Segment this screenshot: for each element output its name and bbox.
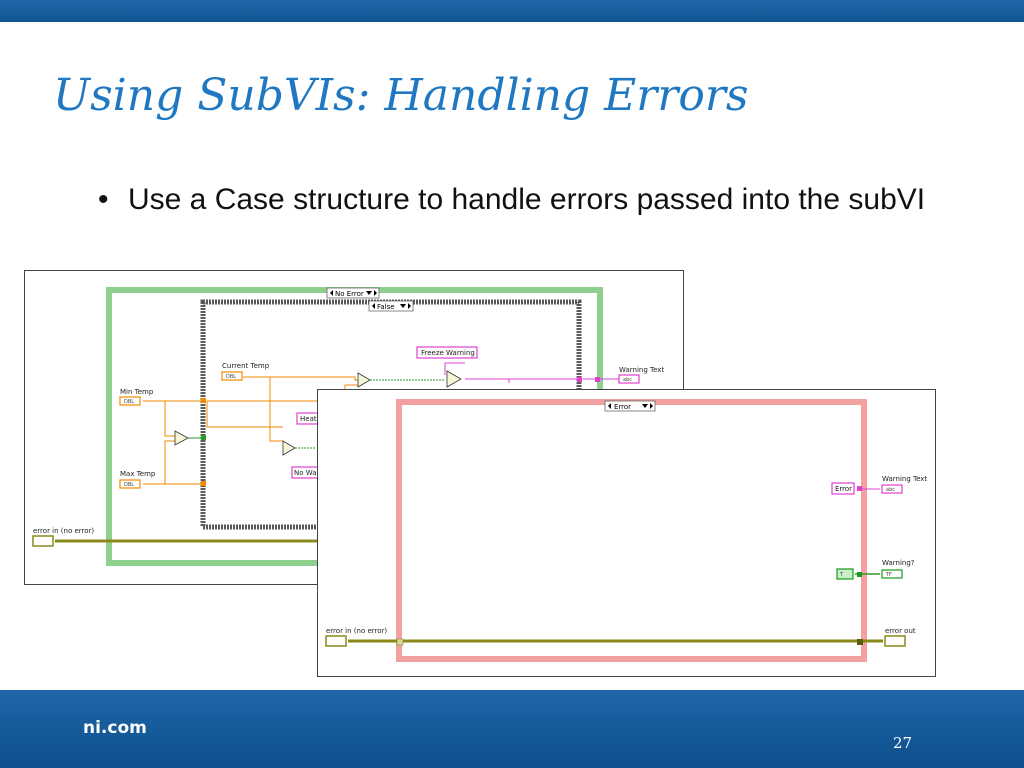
bullet-marker: • bbox=[98, 183, 109, 216]
max-temp-terminal[interactable]: DBL bbox=[119, 479, 141, 489]
case-structure-frame bbox=[396, 399, 867, 662]
case-selector-decrement-arrow-icon[interactable] bbox=[608, 403, 611, 409]
bullet-text: Use a Case structure to handle errors pa… bbox=[128, 183, 926, 216]
svg-text:DBL: DBL bbox=[124, 399, 134, 405]
case-selector[interactable]: No Error bbox=[326, 287, 380, 299]
svg-text:DBL: DBL bbox=[124, 482, 134, 488]
footer-bar: ni.com 27 bbox=[0, 690, 1024, 768]
tunnel bbox=[201, 435, 206, 440]
page-number: 27 bbox=[893, 734, 913, 752]
true-constant[interactable]: T bbox=[836, 568, 854, 580]
svg-text:abc: abc bbox=[623, 377, 632, 383]
min-temp-terminal[interactable]: DBL bbox=[119, 396, 141, 406]
warning-label: Warning? bbox=[882, 559, 915, 567]
compare-function-icon[interactable] bbox=[174, 430, 189, 446]
error-in-label: error in (no error) bbox=[326, 627, 387, 635]
top-banner bbox=[0, 0, 1024, 22]
tunnel bbox=[396, 638, 404, 646]
select-function-icon[interactable] bbox=[446, 370, 462, 388]
svg-text:abc: abc bbox=[886, 487, 895, 493]
compare-function-icon[interactable] bbox=[357, 372, 371, 388]
svg-text:Freeze Warning: Freeze Warning bbox=[421, 349, 475, 357]
error-in-label: error in (no error) bbox=[33, 527, 94, 535]
case-selector-increment-arrow-icon[interactable] bbox=[374, 290, 377, 296]
max-temp-label: Max Temp bbox=[120, 470, 156, 478]
case-selector-increment-arrow-icon[interactable] bbox=[408, 303, 411, 309]
inner-case-selector-label: False bbox=[377, 303, 395, 311]
svg-text:No Wa: No Wa bbox=[294, 469, 317, 477]
tunnel bbox=[201, 398, 206, 403]
case-selector-increment-arrow-icon[interactable] bbox=[650, 403, 653, 409]
tunnel bbox=[201, 481, 206, 486]
ni-logo: ni.com bbox=[83, 718, 147, 738]
warning-text-label: Warning Text bbox=[619, 366, 664, 374]
tunnel bbox=[857, 639, 863, 645]
block-diagram-error: Error Warning Text Warning? error in (no… bbox=[317, 389, 936, 677]
tunnel bbox=[595, 377, 600, 382]
case-selector-decrement-arrow-icon[interactable] bbox=[372, 303, 375, 309]
no-warning-constant[interactable]: No Wa bbox=[291, 466, 321, 479]
svg-text:T: T bbox=[839, 572, 844, 578]
svg-text:Heat: Heat bbox=[300, 415, 317, 423]
min-temp-label: Min Temp bbox=[120, 388, 154, 396]
warning-text-terminal[interactable]: abc bbox=[618, 374, 640, 384]
tunnel bbox=[577, 377, 582, 382]
inner-case-selector[interactable]: False bbox=[368, 300, 414, 312]
boolean-wires bbox=[188, 379, 445, 449]
case-selector[interactable]: Error bbox=[604, 400, 656, 412]
svg-text:Error: Error bbox=[835, 485, 852, 493]
case-selector-decrement-arrow-icon[interactable] bbox=[330, 290, 333, 296]
error-in-terminal[interactable] bbox=[325, 635, 347, 647]
current-temp-label: Current Temp bbox=[222, 362, 270, 370]
tunnel bbox=[857, 486, 862, 491]
tunnel bbox=[857, 572, 862, 577]
case-selector-label: No Error bbox=[335, 290, 364, 298]
string-wires bbox=[444, 362, 619, 383]
error-out-label: error out bbox=[885, 627, 916, 635]
error-in-terminal[interactable] bbox=[32, 535, 54, 547]
bullet-item: • Use a Case structure to handle errors … bbox=[98, 182, 988, 218]
slide-title: Using SubVIs: Handling Errors bbox=[53, 70, 749, 121]
case-selector-dropdown-icon[interactable] bbox=[642, 404, 648, 408]
warning-text-terminal[interactable]: abc bbox=[881, 484, 903, 494]
case-selector-dropdown-icon[interactable] bbox=[400, 304, 406, 308]
error-constant[interactable]: Error bbox=[831, 482, 855, 495]
compare-function-icon[interactable] bbox=[282, 440, 296, 456]
case-selector-dropdown-icon[interactable] bbox=[366, 291, 372, 295]
error-out-terminal[interactable] bbox=[884, 635, 906, 647]
case-selector-label: Error bbox=[614, 403, 631, 411]
current-temp-terminal[interactable]: DBL bbox=[221, 371, 243, 381]
warning-terminal[interactable]: TF bbox=[881, 569, 903, 579]
svg-text:TF: TF bbox=[885, 572, 892, 578]
warning-text-label: Warning Text bbox=[882, 475, 927, 483]
svg-text:DBL: DBL bbox=[226, 374, 236, 380]
freeze-warning-constant[interactable]: Freeze Warning bbox=[416, 346, 478, 359]
